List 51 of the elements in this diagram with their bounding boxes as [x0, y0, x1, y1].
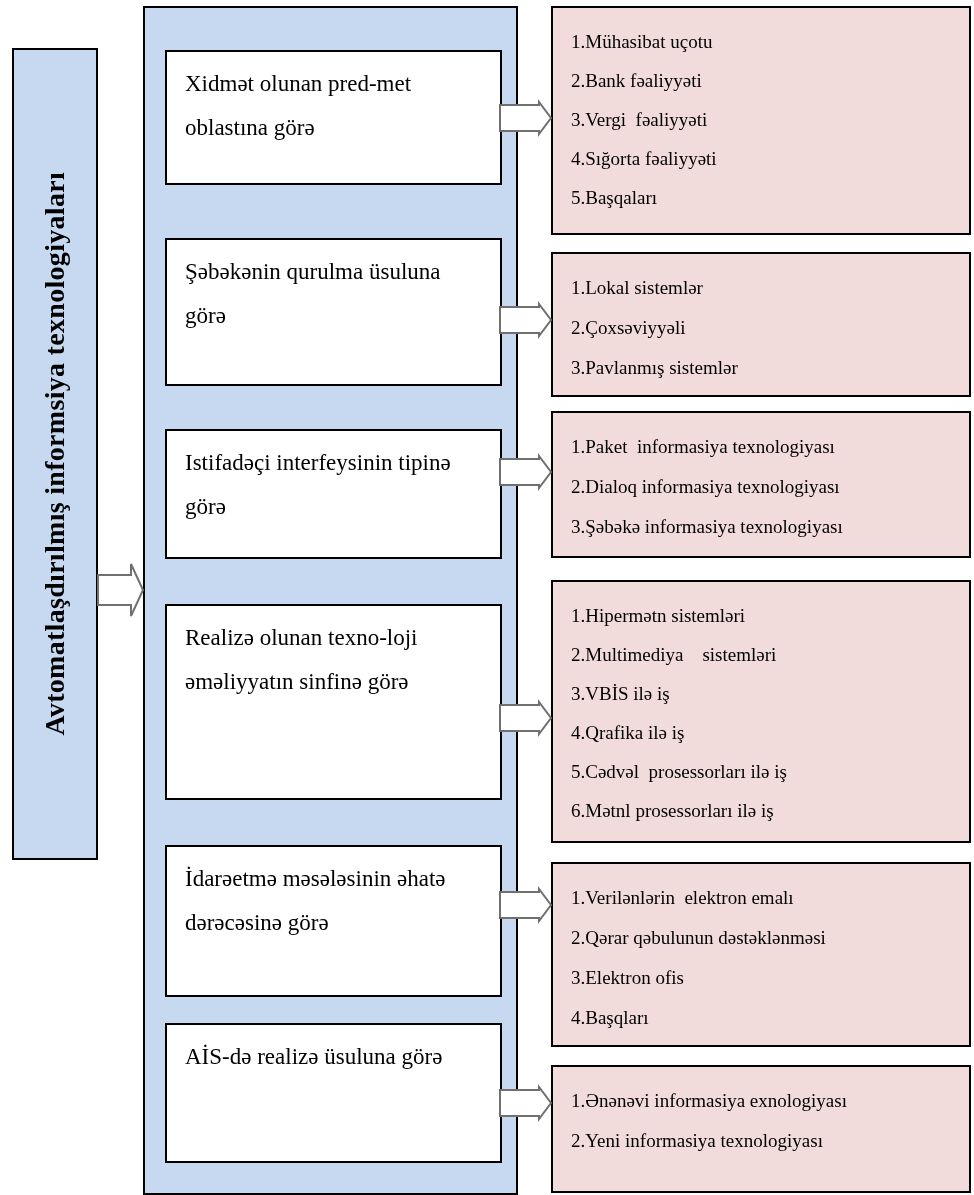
list-item: 4.Sığorta fəaliyyəti [571, 147, 718, 171]
list-item: 5.Cədvəl prosessorları ilə iş [571, 760, 788, 784]
list-item: 2.Multimediya sistemləri [571, 643, 778, 667]
category-label: Şəbəkənin qurulma üsuluna görə [185, 258, 442, 330]
list-item: 3.Vergi fəaliyyəti [571, 108, 709, 132]
list-item: 1.Lokal sistemlər [571, 276, 704, 300]
list-box [551, 862, 971, 1047]
list-item: 1.Paket informasiya texnologiyası [571, 435, 836, 459]
list-box [551, 6, 971, 235]
list-item: 4.Başqları [571, 1006, 650, 1030]
list-item: 3.Şəbəkə informasiya texnologiyası [571, 515, 844, 539]
category-box [165, 845, 502, 997]
category-label: Xidmət olunan pred-met oblastına görə [185, 70, 413, 142]
list-item: 2.Dialoq informasiya texnologiyası [571, 475, 841, 499]
list-item: 5.Başqaları [571, 186, 658, 210]
title-text: Avtomatlaşdırılmış informsiya texnologiyaları [39, 172, 71, 736]
list-box [551, 580, 971, 843]
list-item: 3.Elektron ofis [571, 966, 685, 990]
list-item: 2.Çoxsəviyyəli [571, 316, 687, 340]
list-item: 1.Hipermətn sistemləri [571, 604, 747, 628]
category-label: Istifadəçi interfeysinin tipinə görə [185, 449, 452, 521]
panel-background [143, 6, 518, 1195]
list-item: 2.Qərar qəbulunun dəstəklənməsi [571, 926, 827, 950]
category-box [165, 429, 502, 559]
block-arrow [499, 699, 553, 737]
list-box [551, 411, 971, 558]
list-item: 1.Ənənəvi informasiya exnologiyası [571, 1089, 848, 1113]
list-box [551, 252, 971, 397]
category-box [165, 604, 502, 800]
category-label: Realizə olunan texno-loji əməliyyatın sinfinə görə [185, 624, 419, 696]
category-box [165, 238, 502, 386]
list-item: 2.Bank fəaliyyəti [571, 69, 703, 93]
title-box [12, 48, 98, 860]
list-item: 4.Qrafika ilə iş [571, 721, 686, 745]
list-box [551, 1065, 971, 1193]
list-item: 6.Mətnl prosessorları ilə iş [571, 799, 775, 823]
category-label: AİS-də realizə üsuluna görə [185, 1043, 444, 1071]
category-box [165, 50, 502, 185]
block-arrow [499, 301, 553, 339]
list-item: 2.Yeni informasiya texnologiyası [571, 1129, 824, 1153]
block-arrow [499, 99, 553, 137]
list-item: 3.Pavlanmış sistemlər [571, 356, 739, 380]
block-arrow [499, 1084, 553, 1122]
block-arrow [499, 453, 553, 491]
category-box [165, 1023, 502, 1163]
category-label: İdarəetmə məsələsinin əhatə dərəcəsinə görə [185, 865, 447, 937]
list-item: 1.Mühasibat uçotu [571, 30, 714, 54]
list-item: 1.Verilənlərin elektron emalı [571, 886, 795, 910]
list-item: 3.VBİS ilə iş [571, 682, 671, 706]
block-arrow [97, 563, 145, 617]
block-arrow [499, 886, 553, 924]
